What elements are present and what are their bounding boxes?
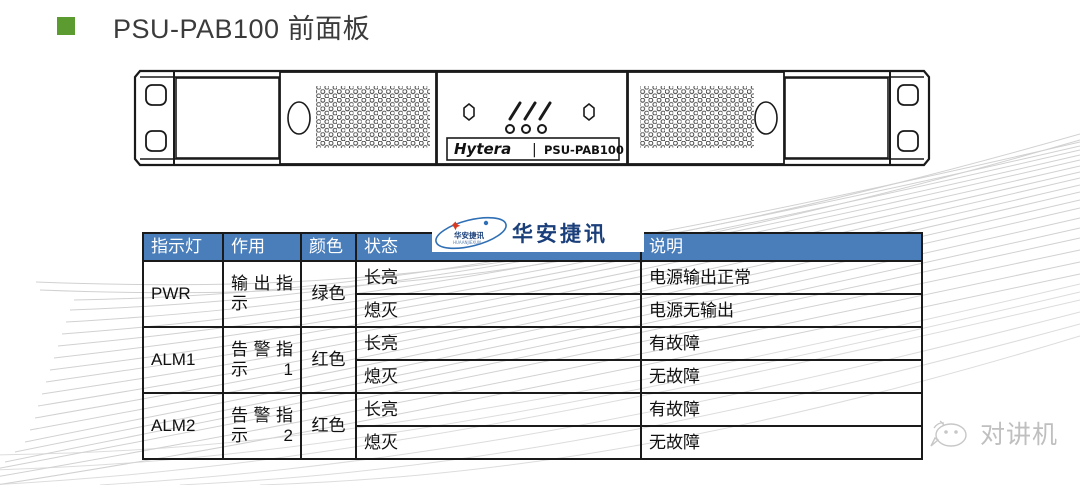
cell-state: 长亮 [355,392,642,427]
page-title: PSU-PAB100 前面板 [113,13,371,44]
blank-panel-right [784,77,889,159]
watermark-huaan-jiexun: 华安捷讯 HUAANJIEXUN 华安捷讯 [432,214,644,252]
cell-state: 熄灭 [355,359,642,394]
cell-function: 输出指示 [222,260,302,328]
psu-module-left [279,71,437,165]
table-row: PWR 输出指示 绿色 长亮 电源输出正常 [142,260,923,328]
chat-face-icon [930,420,967,447]
wechat-account-badge: 对讲机 [928,415,1058,451]
wechat-label: 对讲机 [979,420,1058,449]
table-row: ALM1 告警指示1 红色 长亮 有故障 [142,326,923,394]
satellite-orbit-logo-icon: 华安捷讯 HUAANJIEXUN [432,215,510,251]
indicator-spec-table: 指示灯 作用 颜色 状态 说明 PWR 输出指示 绿色 长亮 电源输出正常 熄灭… [142,232,923,460]
cell-description: 无故障 [640,359,923,394]
cell-indicator: ALM1 [142,326,224,394]
psu-module-right [627,71,785,165]
cell-description: 电源输出正常 [640,260,923,295]
cell-indicator: PWR [142,260,224,328]
device-brand-label: Hytera [454,140,511,158]
cell-color: 红色 [300,326,357,394]
cell-description: 无故障 [640,425,923,460]
slide-title-row: PSU-PAB100 前面板 [0,0,1080,52]
led-indicators [505,124,547,134]
table-header-function: 作用 [222,232,302,262]
cell-state: 长亮 [355,260,642,295]
svg-text:HUAANJIEXUN: HUAANJIEXUN [453,240,481,245]
device-model-label: PSU-PAB100 [544,143,624,157]
table-header-description: 说明 [640,232,923,262]
cell-color: 红色 [300,392,357,460]
cell-function: 告警指示1 [222,326,302,394]
bullet-square-icon [57,17,75,35]
control-module-center: Hytera | PSU-PAB100 [436,71,628,165]
blank-panel-left [175,77,280,159]
cell-state: 长亮 [355,326,642,361]
cell-function: 告警指示2 [222,392,302,460]
table-header-indicator: 指示灯 [142,232,224,262]
cell-state: 熄灭 [355,425,642,460]
table-header-color: 颜色 [300,232,357,262]
table-row: ALM2 告警指示2 红色 长亮 有故障 [142,392,923,460]
cell-description: 有故障 [640,326,923,361]
cell-state: 熄灭 [355,293,642,328]
device-front-panel-image: Hytera | PSU-PAB100 [132,55,932,180]
cell-color: 绿色 [300,260,357,328]
watermark-text: 华安捷讯 [512,222,608,246]
cell-indicator: ALM2 [142,392,224,460]
svg-text:华安捷讯: 华安捷讯 [454,230,484,240]
device-separator: | [532,142,537,158]
cell-description: 电源无输出 [640,293,923,328]
cell-description: 有故障 [640,392,923,427]
